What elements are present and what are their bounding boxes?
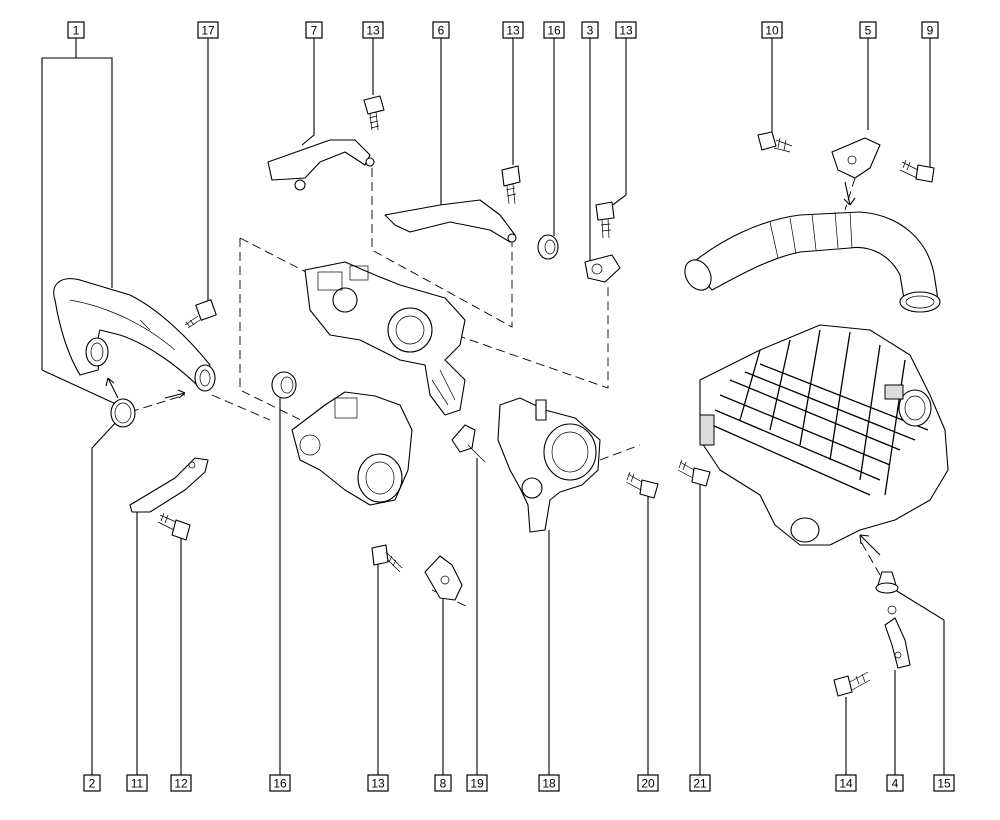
callout-number: 13 — [619, 24, 633, 38]
callout-number: 13 — [366, 24, 380, 38]
callout-13: 13 — [615, 21, 637, 39]
callout-13: 13 — [367, 774, 389, 792]
callout-number: 19 — [470, 777, 484, 791]
throttle-body-icon — [497, 397, 601, 533]
callout-16: 16 — [269, 774, 291, 792]
callout-21: 21 — [689, 774, 711, 792]
callout-number: 11 — [131, 777, 144, 791]
seal-icon — [875, 571, 899, 594]
bolt-icon — [157, 512, 191, 541]
intake-pipe-icon — [684, 211, 941, 313]
callout-number: 10 — [765, 24, 779, 38]
callout-number: 21 — [693, 777, 707, 791]
callout-number: 1 — [73, 24, 80, 38]
seal-icon — [271, 371, 297, 399]
callout-number: 12 — [174, 777, 188, 791]
bolt-icon — [363, 95, 385, 131]
intake-pipe-icon — [53, 278, 216, 392]
callout-number: 5 — [865, 24, 872, 38]
callout-15: 15 — [933, 774, 955, 792]
leader-lines — [41, 38, 945, 775]
direction-arrows — [843, 181, 881, 556]
callout-13: 13 — [362, 21, 384, 39]
egr-valve-icon — [304, 261, 466, 416]
bracket-icon — [384, 199, 517, 243]
bolt-icon — [595, 201, 615, 239]
seal-icon — [537, 234, 559, 260]
bracket-icon — [451, 424, 486, 463]
bracket-icon — [584, 254, 621, 283]
callout-18: 18 — [538, 774, 560, 792]
callout-1: 1 — [67, 21, 85, 39]
callout-number: 4 — [892, 777, 899, 791]
bolt-icon — [184, 299, 217, 329]
seal-icon — [105, 377, 186, 428]
callout-3: 3 — [581, 21, 599, 39]
bracket-icon — [884, 605, 911, 669]
bracket-icon — [831, 137, 881, 179]
callout-11: 11 — [126, 774, 148, 792]
callout-number: 16 — [547, 24, 561, 38]
callout-labels: 1 17 7 13 6 13 16 3 13 10 5 9 2 11 12 16 13 8 19 18 20 21 14 4 1… — [67, 21, 955, 792]
callout-16: 16 — [543, 21, 565, 39]
callout-12: 12 — [170, 774, 192, 792]
bolt-icon — [833, 671, 871, 697]
callout-number: 20 — [641, 777, 655, 791]
callout-9: 9 — [921, 21, 939, 39]
callout-number: 7 — [311, 24, 318, 38]
callout-number: 14 — [839, 777, 853, 791]
callout-number: 9 — [927, 24, 934, 38]
callout-number: 13 — [506, 24, 520, 38]
callout-10: 10 — [761, 21, 783, 39]
callout-number: 16 — [273, 777, 287, 791]
callout-number: 2 — [89, 777, 96, 791]
bolt-icon — [371, 544, 403, 573]
callout-number: 18 — [542, 777, 556, 791]
callout-number: 3 — [587, 24, 594, 38]
bolt-icon — [501, 165, 521, 205]
bracket-icon — [424, 555, 463, 601]
callout-14: 14 — [835, 774, 857, 792]
bolt-icon — [677, 459, 711, 487]
callout-2: 2 — [83, 774, 101, 792]
bolt-icon — [899, 159, 935, 183]
egr-valve-icon — [291, 391, 413, 506]
callout-number: 17 — [201, 24, 215, 38]
callout-5: 5 — [859, 21, 877, 39]
callout-number: 6 — [438, 24, 445, 38]
callout-6: 6 — [432, 21, 450, 39]
intake-manifold-icon — [699, 324, 949, 546]
callout-number: 8 — [440, 777, 447, 791]
callout-19: 19 — [466, 774, 488, 792]
callout-4: 4 — [886, 774, 904, 792]
callout-13: 13 — [502, 21, 524, 39]
bolt-icon — [757, 131, 793, 153]
callout-17: 17 — [197, 21, 219, 39]
callout-7: 7 — [305, 21, 323, 39]
bracket-icon — [267, 139, 375, 191]
callout-8: 8 — [434, 774, 452, 792]
bolt-icon — [625, 471, 659, 499]
bracket-icon — [129, 457, 209, 513]
callout-20: 20 — [637, 774, 659, 792]
callout-number: 15 — [937, 777, 951, 791]
callout-number: 13 — [371, 777, 385, 791]
